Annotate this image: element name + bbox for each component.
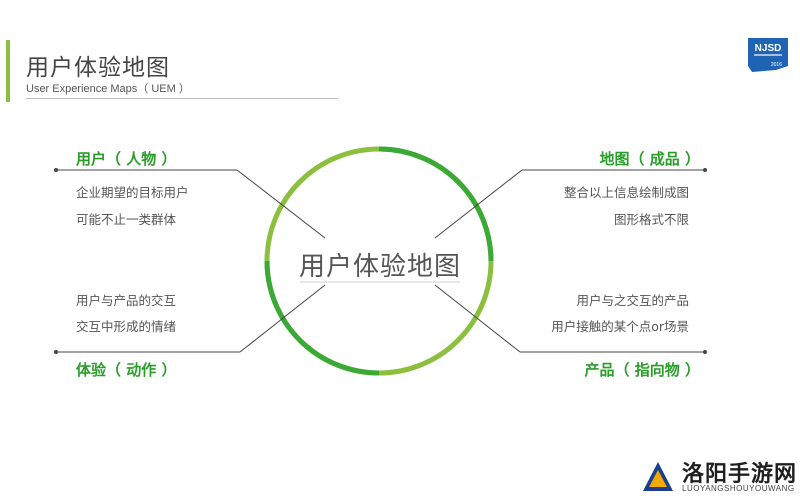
- watermark-name: 洛阳手游网: [682, 462, 798, 487]
- quadrant-line: 整合以上信息绘制成图: [563, 185, 689, 200]
- connector-bottom-left-d: [239, 284, 326, 353]
- page-title: 用户体验地图: [26, 55, 170, 81]
- quadrant-title-map: 地图（ 成品 ）: [599, 150, 700, 168]
- quadrant-title-product: 产品（ 指向物 ）: [584, 361, 700, 379]
- quadrant-line: 用户接触的某个点or场景: [551, 319, 689, 334]
- quadrant-line: 交互中形成的情绪: [76, 319, 177, 334]
- ring-arc-top-right: [378, 146, 494, 262]
- connector-bottom-right-d: [434, 284, 521, 353]
- quadrant-title-experience: 体验（ 动作 ）: [76, 361, 177, 379]
- quadrant-title-user: 用户（ 人物 ）: [76, 150, 177, 168]
- quadrant-line: 企业期望的目标用户: [76, 185, 189, 200]
- watermark-logo-icon: [643, 462, 673, 491]
- watermark-inner-triangle: [649, 470, 667, 487]
- quadrant-line: 用户与产品的交互: [76, 293, 177, 308]
- page-subtitle: User Experience Maps（ UEM ）: [26, 83, 190, 95]
- njsd-logo: NJSD 2016: [748, 38, 788, 72]
- ring-arc-bottom-left: [264, 260, 380, 376]
- quadrant-line: 用户与之交互的产品: [576, 293, 689, 308]
- connector-top-right-d: [434, 169, 523, 239]
- connector-top-left-d: [236, 169, 326, 239]
- logo-brand: NJSD: [755, 43, 782, 54]
- header-divider: [26, 98, 338, 99]
- connector-dot: [703, 350, 707, 354]
- center-label: 用户体验地图: [298, 252, 461, 282]
- logo-year: 2016: [771, 62, 782, 68]
- connector-dot: [703, 168, 707, 172]
- quadrant-line: 可能不止一类群体: [76, 212, 177, 227]
- connector-dot: [54, 350, 58, 354]
- watermark-site: LUOYANGSHOUYOUWANG: [682, 484, 795, 493]
- logo-strip: [754, 54, 782, 56]
- quadrant-line: 图形格式不限: [613, 212, 689, 227]
- title-accent-bar: [6, 40, 10, 102]
- connector-dot: [54, 168, 58, 172]
